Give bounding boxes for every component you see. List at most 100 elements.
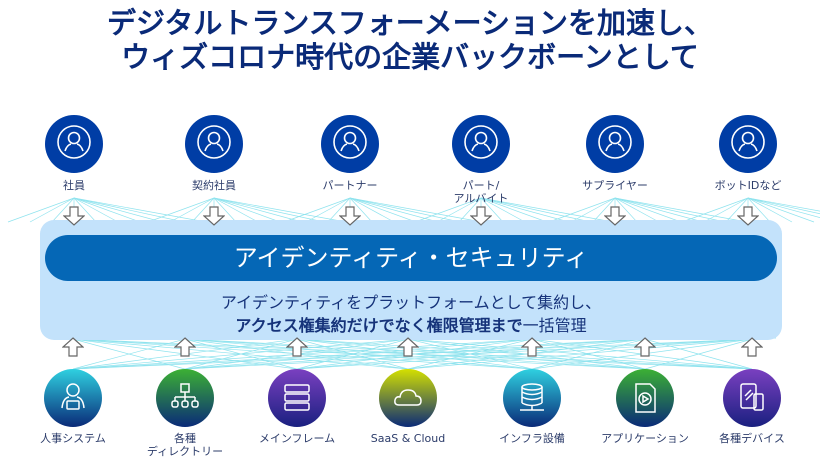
connection-line	[480, 197, 614, 223]
connection-line	[60, 337, 409, 370]
connection-line	[349, 197, 483, 223]
connection-line	[640, 337, 753, 370]
connection-line	[164, 337, 753, 370]
system-6	[723, 369, 781, 427]
user-1	[185, 115, 243, 173]
hierarchy-icon	[171, 383, 199, 408]
connection-line	[570, 197, 616, 223]
person-icon	[332, 124, 368, 164]
connection-line	[191, 197, 215, 223]
system-1	[156, 369, 214, 427]
connection-line	[747, 197, 820, 218]
connection-line	[480, 197, 592, 223]
connection-line	[614, 197, 726, 223]
user-label: パートナー	[322, 179, 378, 192]
connection-line	[213, 197, 259, 223]
up-arrow-icon	[174, 337, 196, 357]
system-5	[616, 369, 674, 427]
system-label: SaaS & Cloud	[370, 432, 446, 445]
connection-line	[349, 197, 461, 223]
connection-line	[414, 197, 482, 223]
connection-line	[725, 197, 749, 223]
laptop-user-icon	[61, 383, 85, 410]
person-icon	[597, 124, 633, 164]
user-2	[321, 115, 379, 173]
connection-line	[213, 197, 347, 223]
system-label: メインフレーム	[258, 432, 336, 445]
connection-line	[614, 197, 748, 223]
connection-line	[480, 197, 548, 223]
connection-line	[349, 197, 439, 223]
connection-line	[747, 197, 815, 223]
system-3	[379, 369, 437, 427]
connection-line	[29, 197, 75, 223]
connection-line	[614, 197, 682, 223]
down-arrow-icon	[737, 206, 759, 226]
down-arrow-icon	[203, 206, 225, 226]
connection-line	[523, 337, 753, 370]
connection-line	[296, 337, 541, 370]
connection-line	[747, 197, 820, 212]
connection-line	[681, 197, 749, 223]
cloud-icon	[394, 389, 422, 406]
rest-text: 一括管理	[522, 316, 587, 335]
connection-line	[213, 197, 303, 223]
user-label: ボットIDなど	[714, 179, 782, 192]
connection-line	[48, 337, 753, 370]
connection-line	[180, 337, 298, 370]
connection-line	[184, 337, 302, 370]
connection-line	[395, 337, 753, 370]
connection-line	[747, 197, 820, 215]
platform-description-2: アクセス権集約だけでなく権限管理まで一括管理	[40, 312, 782, 336]
up-arrow-icon	[521, 337, 543, 357]
connection-line	[73, 197, 185, 223]
connection-line	[169, 197, 215, 223]
devices-icon	[740, 383, 764, 411]
connection-line	[73, 197, 97, 223]
connection-line	[147, 197, 215, 223]
connection-line	[73, 197, 119, 223]
platform-description-1: アイデンティティをプラットフォームとして集約し、	[220, 293, 602, 312]
title-line-1: デジタルトランスフォーメーションを加速し、	[106, 6, 714, 40]
system-label: 人事システム	[40, 432, 106, 445]
connection-line	[349, 197, 417, 223]
connection-line	[213, 197, 281, 223]
connection-line	[73, 197, 163, 223]
connection-line	[52, 337, 646, 370]
system-label: インフラ設備	[499, 432, 565, 445]
title-line-2: ウィズコロナ時代の企業バックボーンとして	[121, 40, 699, 74]
system-0	[44, 369, 102, 427]
system-label: 各種デバイス	[719, 432, 785, 445]
connection-line	[283, 197, 351, 223]
connection-line	[703, 197, 749, 223]
connection-line	[480, 197, 570, 223]
connection-line	[480, 197, 504, 223]
connection-line	[747, 197, 771, 223]
connection-line	[280, 337, 753, 370]
connection-line	[458, 197, 482, 223]
connection-line	[305, 197, 351, 223]
connection-line	[614, 197, 704, 223]
connection-line	[51, 197, 75, 223]
connection-line	[349, 197, 395, 223]
connection-line	[644, 337, 757, 370]
connection-line	[436, 197, 482, 223]
person-icon	[196, 124, 232, 164]
up-arrow-icon	[741, 337, 763, 357]
user-0	[45, 115, 103, 173]
connection-line	[480, 197, 526, 223]
connection-line	[407, 337, 537, 370]
user-label: 契約社員	[192, 179, 236, 192]
down-arrow-icon	[339, 206, 361, 226]
connection-line	[73, 197, 207, 223]
identity-security-bar: アイデンティティ・セキュリティ	[45, 235, 777, 281]
down-arrow-icon	[604, 206, 626, 226]
system-label: アプリケーション	[601, 432, 689, 445]
up-arrow-icon	[397, 337, 419, 357]
connection-line	[548, 197, 616, 223]
system-4	[503, 369, 561, 427]
user-5	[719, 115, 777, 173]
media-file-icon	[635, 383, 656, 413]
connection-line	[68, 337, 186, 370]
database-icon	[520, 383, 544, 411]
